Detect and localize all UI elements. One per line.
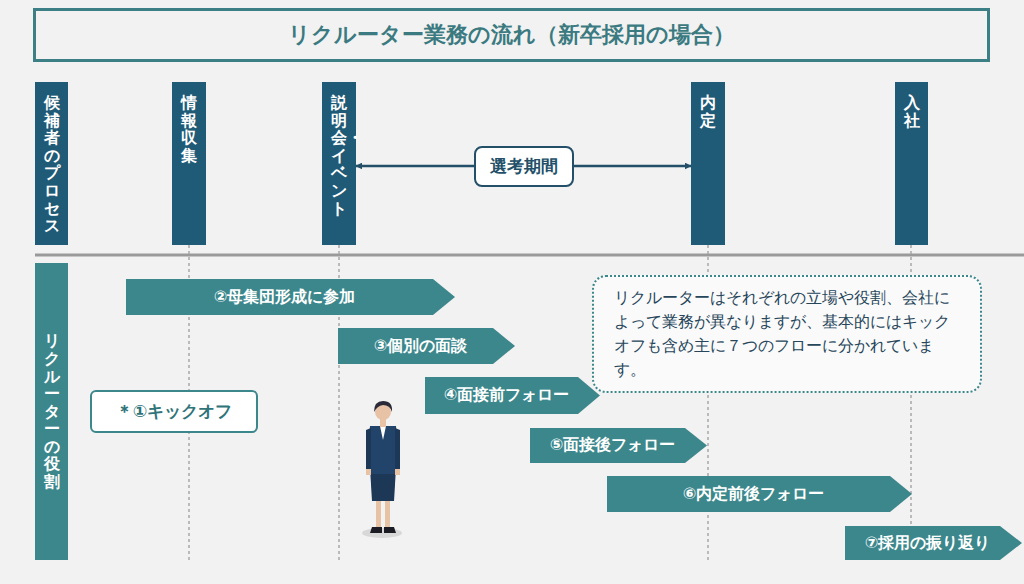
- node-label: ③個別の面談: [374, 336, 468, 357]
- arrow-fill: [425, 377, 600, 414]
- arrow-fill: [607, 476, 912, 512]
- arrow-fill: [530, 428, 707, 463]
- flow-arrow: ②母集団形成に参加: [126, 279, 455, 315]
- node-label: ＊①キックオフ: [116, 400, 232, 423]
- role-band: リクルーターの役割: [35, 263, 68, 560]
- vertical-label: 候補者のプロセス: [44, 94, 60, 235]
- node-label: ④面接前フォロー: [444, 385, 570, 406]
- node-label: ⑦採用の振り返り: [865, 533, 991, 554]
- flow-arrow: ③個別の面談: [338, 328, 515, 364]
- edge-label: 選考期間: [474, 146, 574, 187]
- flow-arrow: ④面接前フォロー: [425, 377, 600, 414]
- vertical-label: 情報収集: [181, 94, 197, 164]
- node-label: リクルーターはそれぞれの立場や役割、会社によって業務が異なりますが、基本的にはキ…: [614, 286, 960, 382]
- process-column: 入社: [895, 82, 928, 245]
- process-column: 説明会・イベント: [322, 82, 356, 245]
- process-column: 内定: [691, 82, 725, 245]
- flow-arrow: ⑥内定前後フォロー: [607, 476, 912, 512]
- vertical-label: リクルーターの役割: [44, 332, 60, 490]
- node-label: ⑥内定前後フォロー: [683, 484, 825, 505]
- title-frame: リクルーター業務の流れ（新卒採用の場合）: [33, 8, 990, 62]
- person-figure: [362, 401, 402, 538]
- flow-arrow: ⑦採用の振り返り: [845, 526, 1022, 560]
- process-column: 情報収集: [172, 82, 206, 245]
- title-text: リクルーター業務の流れ（新卒採用の場合）: [288, 20, 735, 50]
- arrow-fill: [845, 526, 1022, 560]
- kickoff-box: ＊①キックオフ: [90, 390, 258, 433]
- separator-line: [35, 254, 1024, 257]
- flow-arrow: ⑤面接後フォロー: [530, 428, 707, 463]
- vertical-label: 入社: [904, 94, 920, 129]
- vertical-label: 内定: [700, 94, 716, 129]
- node-label: ②母集団形成に参加: [214, 287, 356, 308]
- note-box: リクルーターはそれぞれの立場や役割、会社によって業務が異なりますが、基本的にはキ…: [592, 275, 982, 393]
- vertical-label: 説明会・イベント: [331, 94, 347, 217]
- arrow-fill: [338, 328, 515, 364]
- process-column: 候補者のプロセス: [35, 82, 68, 245]
- arrow-fill: [126, 279, 455, 315]
- node-label: ⑤面接後フォロー: [550, 435, 676, 456]
